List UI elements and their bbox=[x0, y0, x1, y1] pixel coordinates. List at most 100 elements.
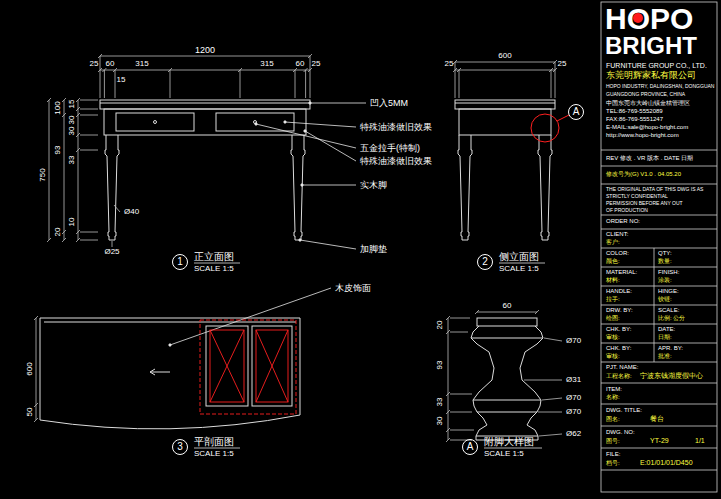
dimension-text: 33 bbox=[436, 398, 444, 407]
title-block-text: 宁波东钱湖度假中心 bbox=[640, 372, 703, 379]
dimension-text: 10 bbox=[68, 218, 76, 227]
callout-number: 2 bbox=[482, 257, 488, 267]
title-block-text: OF PRODUCTION bbox=[606, 208, 648, 213]
callout-note: 凹入5MM bbox=[370, 99, 408, 108]
dimension-text: 20 bbox=[54, 228, 62, 237]
dimension-text: 25 bbox=[445, 60, 454, 68]
title-block-text: HANDLE: bbox=[606, 288, 632, 294]
title-block-text: HOPO INDUSTRY, DALINGSHAN, DONGGUAN bbox=[606, 84, 714, 89]
title-block-text: DRW. BY: bbox=[606, 307, 633, 313]
view-title: 侧立面图 bbox=[499, 252, 539, 262]
title-block-text: BRIGHT bbox=[605, 34, 697, 58]
side-elevation bbox=[455, 100, 555, 240]
dimension-text: 15 bbox=[68, 100, 76, 109]
detail-dimensions bbox=[446, 310, 562, 442]
dimension-text: 315 bbox=[260, 60, 273, 68]
dimension-text: 25 bbox=[558, 60, 567, 68]
title-block-text: CHK. BY: bbox=[606, 326, 631, 332]
dimension-text: 33 bbox=[68, 156, 76, 165]
title-block-text: YT-29 bbox=[650, 437, 669, 444]
view-callout-circle: A bbox=[462, 439, 478, 455]
dimension-text: Ø40 bbox=[124, 208, 139, 216]
title-block-text: E:01/01/01/D450 bbox=[640, 459, 693, 466]
callout-note: 木皮饰面 bbox=[335, 284, 371, 293]
title-block-text: HOPO bbox=[605, 4, 693, 34]
title-block-text: MATERIAL: bbox=[606, 269, 637, 275]
title-block-text: APR. BY: bbox=[658, 345, 683, 351]
title-block-text: SCALE: bbox=[658, 307, 679, 313]
title-block-text: FINISH: bbox=[658, 269, 679, 275]
title-block-text: CLIENT: bbox=[606, 231, 628, 237]
callout-number: 3 bbox=[177, 442, 183, 452]
title-block-text: GUANGDONG PROVINCE, CHINA bbox=[606, 92, 685, 97]
title-block-text: 东莞明辉家私有限公司 bbox=[606, 71, 696, 80]
plan-section bbox=[40, 318, 300, 429]
title-block-text: FAX:86-769-5551247 bbox=[606, 116, 663, 122]
dimension-text: 20 bbox=[436, 321, 444, 330]
callout-note: 特殊油漆做旧效果 bbox=[360, 157, 432, 166]
scale-note: SCALE 1:5 bbox=[194, 265, 234, 273]
view-callout-circle: 3 bbox=[172, 439, 188, 455]
title-block-text: 拉手: bbox=[606, 296, 620, 302]
title-block-text: 日期: bbox=[658, 334, 672, 340]
title-block-text: HINGE: bbox=[658, 288, 679, 294]
title-block-text: 1/1 bbox=[695, 437, 705, 444]
dimension-text: 1200 bbox=[195, 46, 215, 55]
title-block-text: PJT. NAME: bbox=[606, 364, 638, 370]
title-block-text: 审核: bbox=[606, 334, 620, 340]
title-block-text: ITEM: bbox=[606, 386, 622, 392]
dimension-text: 30 bbox=[68, 127, 76, 136]
dimension-text: Ø62 bbox=[566, 430, 581, 438]
view-callout-circle: 2 bbox=[477, 254, 493, 270]
callout-number: 1 bbox=[177, 257, 183, 267]
view-title: 附脚大样图 bbox=[484, 437, 534, 447]
title-block-text: STRICTLY CONFIDENTIAL bbox=[606, 194, 668, 199]
front-elevation bbox=[100, 100, 310, 240]
title-block-text: 图号: bbox=[606, 438, 620, 444]
title-block-text: E-MAIL:sale@hopo-bright.com bbox=[606, 124, 688, 130]
scale-note: SCALE 1:5 bbox=[194, 450, 234, 458]
dimension-text: 93 bbox=[436, 361, 444, 370]
title-block-text: FILE: bbox=[606, 451, 620, 457]
front-dimensions bbox=[47, 54, 312, 247]
title-block-text: 颜色: bbox=[606, 258, 620, 264]
title-block-text: QTY: bbox=[658, 250, 672, 256]
title-block-text: 中国东莞市大岭山镇金桔管理区 bbox=[606, 100, 690, 106]
side-dimensions bbox=[453, 60, 557, 98]
dimension-text: 93 bbox=[54, 146, 62, 155]
title-block-text: REV 修改 . VR 版本 . DATE 日期 bbox=[606, 155, 693, 161]
title-block-text: 数量: bbox=[658, 258, 672, 264]
callout-note: 加脚垫 bbox=[360, 245, 387, 254]
title-block-text: TEL:86-769-5552089 bbox=[606, 108, 663, 114]
dimension-text: 25 bbox=[90, 60, 99, 68]
dimension-text: 600 bbox=[498, 52, 511, 60]
callout-leaders bbox=[169, 102, 366, 346]
dimension-text: 60 bbox=[106, 60, 115, 68]
title-block-text: 修改号为(G) V1.0 . 04.05.20 bbox=[606, 171, 681, 177]
dimension-text: 30 bbox=[436, 417, 444, 426]
title-block-text: CHK. BY: bbox=[606, 345, 631, 351]
scale-note: SCALE 1:5 bbox=[484, 450, 524, 458]
title-block-text: 比例: 公分 bbox=[658, 315, 685, 321]
callout-number: A bbox=[573, 107, 580, 117]
scale-note: SCALE 1:5 bbox=[499, 265, 539, 273]
title-block-text: 工程名称: bbox=[606, 373, 632, 379]
view-title: 平剖面图 bbox=[194, 437, 234, 447]
dimension-text: 750 bbox=[39, 168, 47, 181]
title-block-text: 审核: bbox=[606, 353, 620, 359]
callout-note: 五金拉手(特制) bbox=[360, 144, 420, 153]
dimension-text: Ø25 bbox=[104, 248, 119, 256]
title-block-text: 名称: bbox=[606, 394, 620, 400]
title-block-grid bbox=[601, 2, 717, 492]
plan-dimensions bbox=[34, 316, 38, 422]
view-title-underlines bbox=[194, 263, 545, 448]
dimension-text: Ø70 bbox=[566, 337, 581, 345]
callout-note: 实木脚 bbox=[360, 181, 387, 190]
dimension-text: 315 bbox=[135, 60, 148, 68]
dimension-text: 30 bbox=[68, 116, 76, 125]
view-title: 正立面图 bbox=[194, 252, 234, 262]
title-block-text: 图名: bbox=[606, 416, 620, 422]
dimension-text: 60 bbox=[503, 302, 512, 310]
callout-number: A bbox=[467, 442, 474, 452]
dimension-text: 60 bbox=[296, 60, 305, 68]
